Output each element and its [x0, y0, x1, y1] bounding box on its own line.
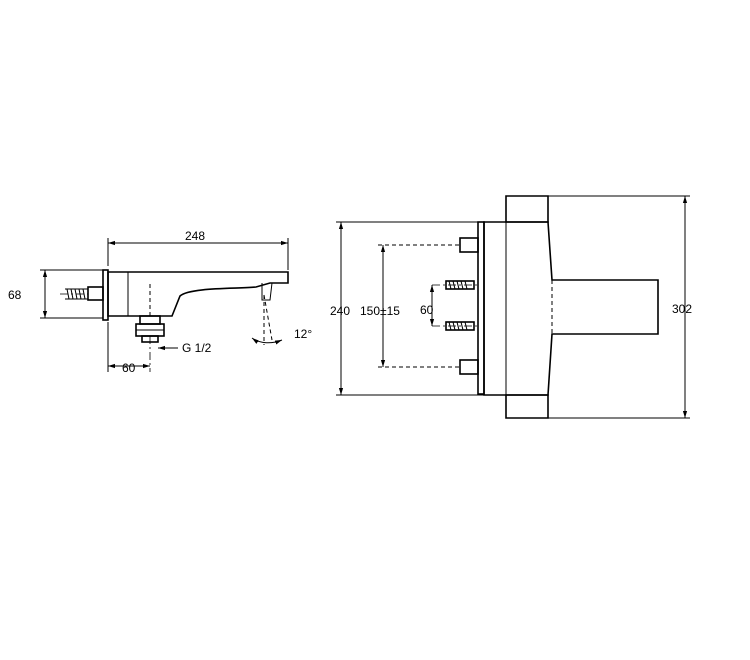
- dim-inner-label: 60: [420, 303, 434, 317]
- dim-angle-label: 12°: [294, 327, 312, 341]
- dim-width-label: 248: [185, 229, 205, 243]
- inlet-fitting-bottom: [459, 359, 479, 375]
- wall-connector: [60, 286, 104, 301]
- side-view: 248 68 60 G 1/2 12°: [8, 229, 312, 375]
- dim-offset-label: 60: [122, 361, 136, 375]
- front-wall-plate: [477, 221, 485, 395]
- dim-height-label: 68: [8, 288, 22, 302]
- dim-thread-label: G 1/2: [182, 341, 212, 355]
- connector-lower: [432, 321, 478, 331]
- dim-total-height-label: 302: [672, 302, 692, 316]
- front-view: 240 150±15 60 302: [330, 195, 692, 419]
- dim-spacing-label: 150±15: [360, 304, 400, 318]
- mixer-body: [483, 221, 659, 396]
- connector-upper: [432, 280, 478, 290]
- diverter-knob: [135, 315, 165, 372]
- upper-handle: [505, 195, 549, 223]
- lower-handle: [505, 394, 549, 419]
- dim-outer-height-label: 240: [330, 304, 350, 318]
- spout-body: [107, 271, 289, 317]
- inlet-fitting-top: [459, 237, 479, 253]
